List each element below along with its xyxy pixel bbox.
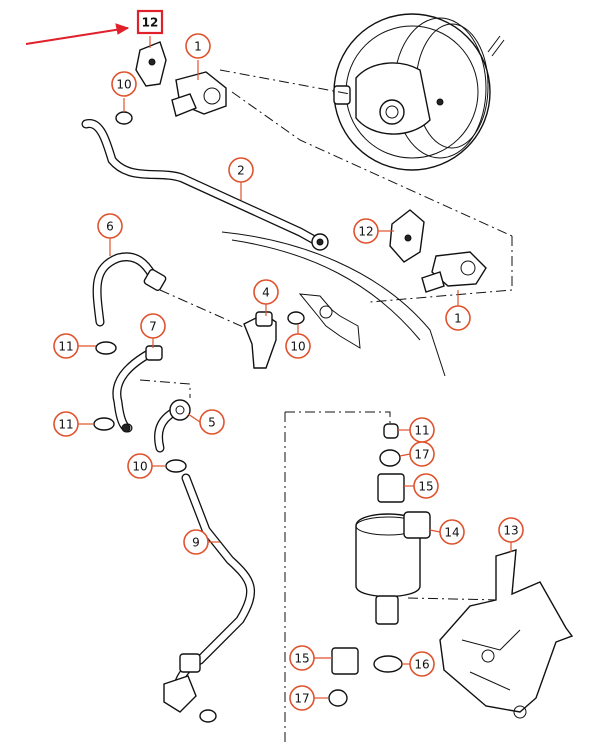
callout-11: 11	[409, 417, 435, 443]
check-valve-upper	[135, 41, 227, 117]
callout-number: 14	[444, 526, 459, 540]
callout-circle	[53, 411, 79, 437]
callout-number: 1	[454, 312, 462, 326]
callout-circle	[285, 333, 311, 359]
callout-13: 13	[498, 517, 524, 543]
callout-circle	[183, 529, 209, 555]
callout-circle	[498, 517, 524, 543]
callout-number: 15	[294, 652, 309, 666]
callout-2: 2	[228, 157, 254, 183]
highlight-arrow	[25, 23, 130, 45]
callout-17: 17	[289, 685, 315, 711]
callout-number: 11	[414, 424, 429, 438]
callout-number: 7	[149, 320, 157, 334]
callout-number: 10	[116, 78, 131, 92]
callout-circle	[413, 473, 439, 499]
callout-circle	[127, 453, 153, 479]
callout-circle	[140, 313, 166, 339]
callout-circle	[289, 645, 315, 671]
elbow-5	[154, 399, 191, 453]
hose-9	[163, 473, 255, 723]
callout-1: 1	[185, 33, 211, 59]
callout-5: 5	[199, 409, 225, 435]
callout-16: 16	[409, 651, 435, 677]
callout-circle	[97, 213, 123, 239]
callout-circle	[199, 409, 225, 435]
callout-circle	[439, 519, 465, 545]
callout-4: 4	[253, 279, 279, 305]
callout-6: 6	[97, 213, 123, 239]
t-piece-4	[243, 311, 305, 369]
callout-10: 10	[127, 453, 153, 479]
callout-9: 9	[183, 529, 209, 555]
callout-number: 11	[58, 340, 73, 354]
callout-12: 12	[353, 218, 379, 244]
callout-number: 11	[58, 418, 73, 432]
hose-clamp-upper	[115, 111, 133, 125]
callout-circle	[228, 157, 254, 183]
callout-14: 14	[439, 519, 465, 545]
callout-11: 11	[53, 333, 79, 359]
check-valve-right	[389, 209, 487, 293]
hose-clamp-10c	[165, 459, 187, 473]
callout-circle	[111, 71, 137, 97]
callout-number: 13	[503, 524, 518, 538]
callout-1: 1	[445, 305, 471, 331]
callout-number: 2	[237, 164, 245, 178]
callout-number: 1	[194, 40, 202, 54]
callout-11: 11	[53, 411, 79, 437]
callout-number: 4	[262, 286, 270, 300]
callout-15: 15	[289, 645, 315, 671]
callout-number: 12	[142, 16, 159, 30]
hose-6	[92, 252, 167, 327]
brake-booster	[333, 13, 505, 171]
highlight-box	[136, 9, 164, 35]
callout-number: 10	[132, 460, 147, 474]
callout-circle	[289, 685, 315, 711]
leader-lines	[78, 36, 512, 699]
callout-number: 12	[358, 225, 373, 239]
callout-number: 15	[418, 480, 433, 494]
mounting-bracket-13	[439, 549, 574, 719]
callout-circle	[353, 218, 379, 244]
callout-circle	[409, 441, 435, 467]
filter-assembly	[328, 423, 431, 707]
callout-number: 17	[294, 692, 309, 706]
vacuum-hose-main	[81, 119, 329, 251]
assembly-lines	[139, 69, 513, 744]
callout-circle	[409, 651, 435, 677]
callout-10: 10	[285, 333, 311, 359]
callout-number: 17	[414, 448, 429, 462]
callout-number: 6	[106, 220, 114, 234]
body-panel	[221, 231, 446, 377]
hose-7	[112, 345, 163, 433]
callout-circle	[53, 333, 79, 359]
callout-number: 10	[290, 340, 305, 354]
callout-circle	[445, 305, 471, 331]
callout-15: 15	[413, 473, 439, 499]
hose-clamp-11b	[93, 417, 131, 433]
callout-circle	[185, 33, 211, 59]
hose-clamp-11a	[95, 341, 117, 355]
callout-7: 7	[140, 313, 166, 339]
callout-number: 5	[208, 416, 216, 430]
callout-number: 9	[192, 536, 200, 550]
callout-circle	[253, 279, 279, 305]
callout-10: 10	[111, 71, 137, 97]
callout-17: 17	[409, 441, 435, 467]
callout-number: 16	[414, 658, 429, 672]
callout-12-highlighted: 12	[136, 9, 164, 35]
